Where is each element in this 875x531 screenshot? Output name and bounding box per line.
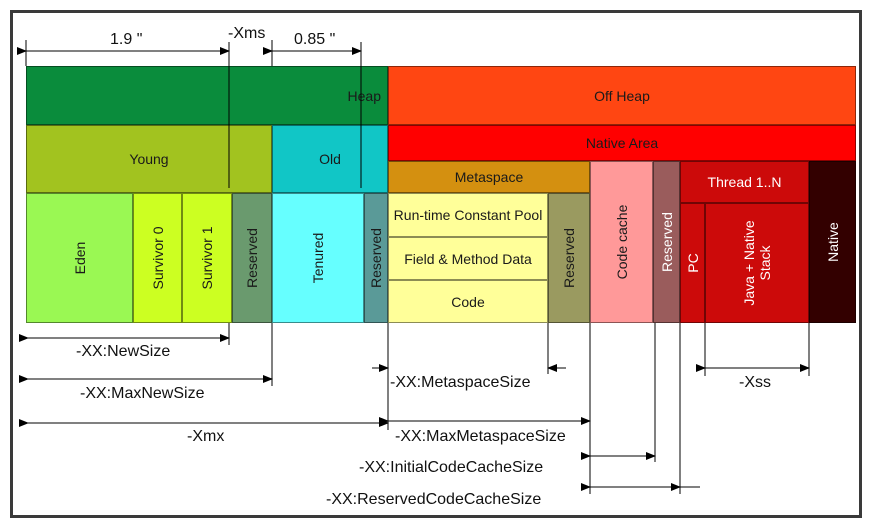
tenured-label: Tenured xyxy=(310,232,326,284)
young-block: Young xyxy=(26,125,272,193)
survivor-1-block: Survivor 1 xyxy=(182,193,232,323)
native-block: Native xyxy=(809,161,856,323)
code-cache-block: Code cache xyxy=(590,161,653,323)
java-native-stack-block: Java + Native Stack xyxy=(705,203,809,323)
off-heap-label: Off Heap xyxy=(594,87,650,104)
java-native-stack-label-line2: Stack xyxy=(757,245,773,281)
thread-block: Thread 1..N xyxy=(680,161,809,203)
code-block: Code xyxy=(388,280,548,323)
field-method-data-block: Field & Method Data xyxy=(388,237,548,280)
tenured-block: Tenured xyxy=(272,193,364,323)
thread-label: Thread 1..N xyxy=(707,174,782,190)
xss-label: -Xss xyxy=(739,374,771,391)
code-cache-label: Code cache xyxy=(613,204,630,280)
reserved-code-cache-block: Reserved xyxy=(653,161,680,323)
metaspace-size-label: -XX:MetaspaceSize xyxy=(390,374,531,391)
reserved-metaspace-block: Reserved xyxy=(548,193,590,323)
old-block: Old xyxy=(272,125,388,193)
off-heap-block: Off Heap xyxy=(388,66,856,125)
new-size-label: -XX:NewSize xyxy=(76,343,171,360)
java-native-stack-label-line1: Java + Native xyxy=(741,220,757,306)
native-area-block: Native Area xyxy=(388,125,856,161)
young-label: Young xyxy=(129,151,169,167)
ratio-old-label: 0.85 " xyxy=(294,31,336,48)
code-label: Code xyxy=(451,293,485,310)
reserved-young-block: Reserved xyxy=(232,193,272,323)
heap-block: Heap xyxy=(26,66,388,125)
old-label: Old xyxy=(319,151,341,167)
ratio-young-label: 1.9 " xyxy=(110,31,143,48)
native-label: Native xyxy=(824,222,841,262)
metaspace-label: Metaspace xyxy=(454,169,524,185)
reserved-code-cache-label: Reserved xyxy=(658,212,675,272)
reserved-metaspace-label: Reserved xyxy=(561,228,577,288)
reserved-old-label: Reserved xyxy=(368,228,384,288)
reserved-young-label: Reserved xyxy=(244,228,260,288)
xms-label: -Xms xyxy=(228,25,266,42)
java-native-stack-label: Java + Native Stack xyxy=(741,220,773,305)
survivor-0-block: Survivor 0 xyxy=(133,193,182,323)
initial-code-cache-size-label: -XX:InitialCodeCacheSize xyxy=(359,459,544,476)
xmx-label: -Xmx xyxy=(187,428,225,445)
max-new-size-label: -XX:MaxNewSize xyxy=(80,385,205,402)
runtime-constant-pool-block: Run-time Constant Pool xyxy=(388,193,548,237)
survivor-1-label: Survivor 1 xyxy=(199,226,215,290)
pc-block: PC xyxy=(680,203,705,323)
reserved-code-cache-size-label: -XX:ReservedCodeCacheSize xyxy=(326,491,542,508)
native-area-label: Native Area xyxy=(585,135,659,151)
pc-label: PC xyxy=(684,253,701,273)
eden-block: Eden xyxy=(26,193,133,323)
field-method-data-label: Field & Method Data xyxy=(404,250,532,267)
eden-label: Eden xyxy=(71,241,88,275)
reserved-old-block: Reserved xyxy=(364,193,388,323)
heap-label: Heap xyxy=(347,87,381,104)
metaspace-block: Metaspace xyxy=(388,161,590,193)
runtime-constant-pool-label: Run-time Constant Pool xyxy=(393,207,543,223)
max-metaspace-size-label: -XX:MaxMetaspaceSize xyxy=(395,428,566,445)
survivor-0-label: Survivor 0 xyxy=(149,226,166,290)
